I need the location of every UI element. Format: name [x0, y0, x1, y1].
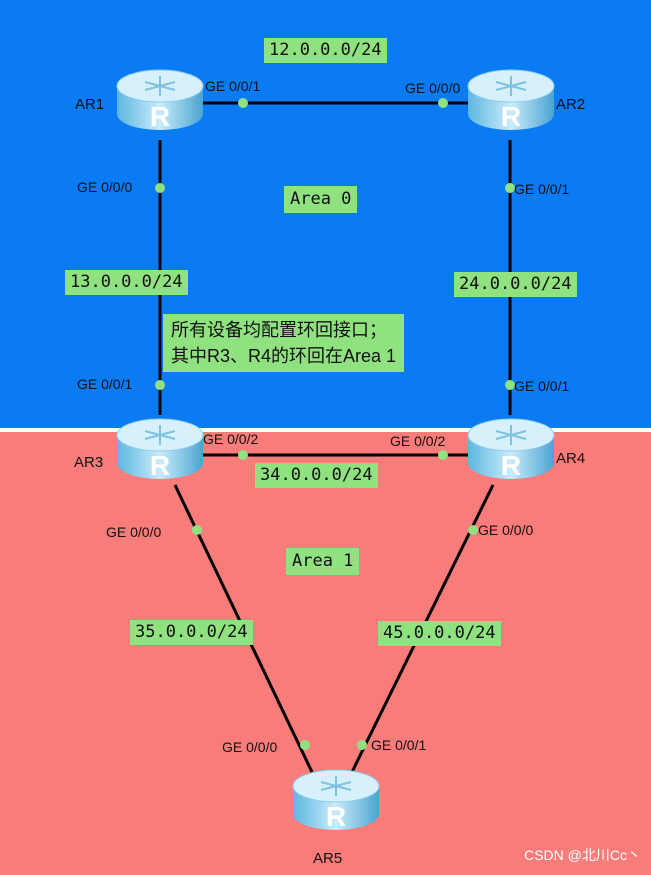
area0-label: Area 0: [284, 186, 358, 213]
iface-ar5-ge001: GE 0/0/1: [371, 737, 427, 753]
watermark: CSDN @北川Cc丶: [524, 847, 641, 863]
note-line-1: 所有设备均配置环回接口；: [171, 320, 387, 340]
note-line-2: 其中R3、R4的环回在Area 1: [171, 346, 397, 367]
port-dot: [238, 98, 248, 108]
router-icon: R: [116, 69, 204, 132]
iface-ar3-ge000: GE 0/0/0: [106, 524, 162, 540]
router-label-ar1: AR1: [75, 96, 105, 113]
port-dot: [155, 183, 165, 193]
port-dot: [505, 183, 515, 193]
port-dot: [505, 380, 515, 390]
iface-ar3-ge001: GE 0/0/1: [77, 376, 133, 392]
router-ar3[interactable]: R: [115, 413, 205, 483]
iface-ar2-ge001: GE 0/0/1: [514, 181, 570, 197]
port-dot: [357, 740, 367, 750]
router-label-ar4: AR4: [556, 450, 586, 467]
port-dot: [155, 380, 165, 390]
router-label-ar2: AR2: [556, 96, 586, 113]
network-label-13: 13.0.0.0/24: [65, 270, 188, 295]
network-label-34: 34.0.0.0/24: [255, 463, 378, 488]
router-glyph: R: [150, 101, 170, 132]
router-icon: R: [467, 418, 555, 481]
router-ar2[interactable]: R: [466, 64, 556, 134]
iface-ar2-ge000: GE 0/0/0: [405, 80, 461, 96]
port-dot: [192, 525, 202, 535]
router-label-ar3: AR3: [74, 454, 104, 471]
router-glyph: R: [150, 450, 170, 481]
iface-ar4-ge001: GE 0/0/1: [514, 378, 570, 394]
router-ar5[interactable]: R: [291, 764, 381, 834]
iface-ar4-ge000: GE 0/0/0: [478, 522, 534, 538]
router-glyph: R: [326, 801, 346, 832]
iface-ar3-ge002: GE 0/0/2: [203, 431, 259, 447]
router-ar4[interactable]: R: [466, 413, 556, 483]
network-label-12: 12.0.0.0/24: [264, 38, 387, 63]
port-dot: [438, 98, 448, 108]
loopback-note: 所有设备均配置环回接口； 其中R3、R4的环回在Area 1: [163, 314, 405, 373]
iface-ar4-ge002: GE 0/0/2: [390, 433, 446, 449]
router-icon: R: [116, 418, 204, 481]
area1-label: Area 1: [286, 548, 360, 575]
router-ar1[interactable]: R: [115, 64, 205, 134]
area-divider: [0, 428, 651, 432]
router-label-ar5: AR5: [313, 850, 343, 867]
port-dot: [300, 740, 310, 750]
router-glyph: R: [501, 101, 521, 132]
router-glyph: R: [501, 450, 521, 481]
port-dot: [438, 450, 448, 460]
network-label-35: 35.0.0.0/24: [130, 620, 253, 645]
iface-ar1-ge000: GE 0/0/0: [77, 179, 133, 195]
iface-ar5-ge000: GE 0/0/0: [222, 739, 278, 755]
port-dot: [238, 450, 248, 460]
network-label-45: 45.0.0.0/24: [378, 621, 501, 646]
router-icon: R: [292, 769, 380, 832]
router-icon: R: [467, 69, 555, 132]
network-label-24: 24.0.0.0/24: [454, 272, 577, 297]
iface-ar1-ge001: GE 0/0/1: [205, 78, 261, 94]
port-dot: [468, 525, 478, 535]
